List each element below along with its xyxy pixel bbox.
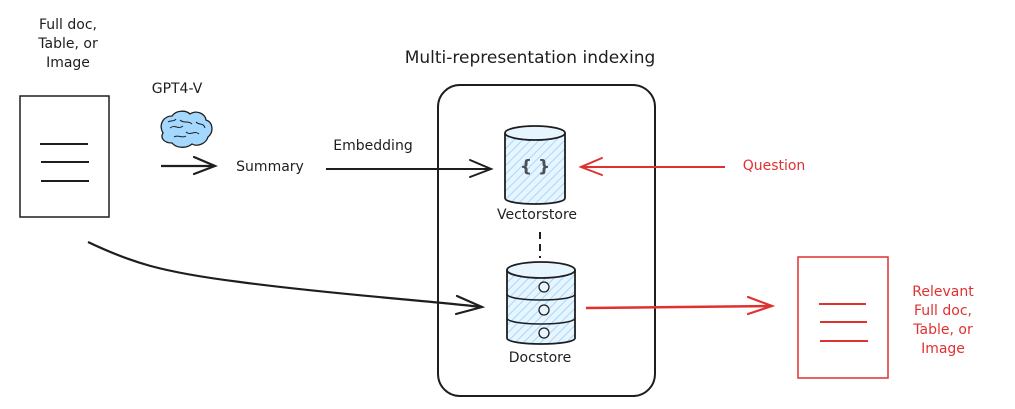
arrow-source-to-docstore (87, 241, 486, 316)
result-document-icon (797, 256, 889, 379)
embedding-label: Embedding (333, 138, 413, 154)
docstore-label: Docstore (508, 350, 572, 366)
arrow-docstore-to-result (585, 295, 776, 316)
brain-icon (160, 110, 213, 148)
source-label: Full doc, Table, or Image (38, 17, 98, 71)
summary-label: Summary (236, 159, 304, 175)
diagram-title: Multi-representation indexing (404, 48, 656, 68)
vectorstore-icon (504, 125, 566, 205)
vectorstore-label: Vectorstore (496, 207, 578, 223)
result-label: Relevant Full doc, Table, or Image (912, 284, 974, 357)
question-label: Question (742, 158, 806, 174)
source-document-icon (19, 95, 110, 218)
model-label: GPT4-V (151, 81, 203, 97)
vectorstore-glyph: { } (519, 157, 551, 177)
arrow-model-to-summary (161, 155, 218, 176)
arrow-question-to-vectorstore (578, 157, 725, 176)
arrow-summary-to-vectorstore (326, 159, 494, 178)
docstore-icon (506, 261, 576, 345)
indexing-container (437, 84, 656, 397)
